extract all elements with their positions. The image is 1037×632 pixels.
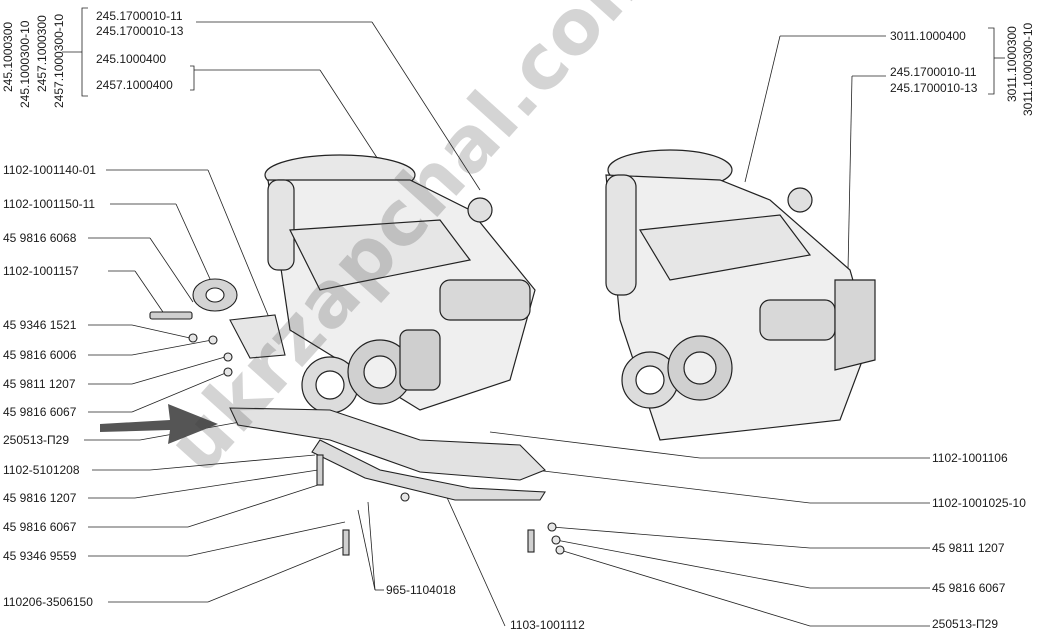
part-label: 1102-1001025-10 xyxy=(932,496,1026,510)
part-label: 45 9816 1207 xyxy=(3,491,77,505)
part-label: 1102-1001157 xyxy=(3,264,79,278)
part-label: 250513-П29 xyxy=(932,617,999,631)
engine-left xyxy=(264,154,536,414)
part-label: 3011.1000400 xyxy=(890,29,966,43)
part-label: 245.1700010-13 xyxy=(96,24,184,38)
part-label: 245.1700010-11 xyxy=(96,9,183,23)
part-label: 110206-3506150 xyxy=(3,595,93,609)
part-label: 1103-1001112 xyxy=(510,618,585,632)
top-right-bracket xyxy=(988,27,995,95)
engine-right xyxy=(605,149,876,441)
part-label: 250513-П29 xyxy=(3,433,70,447)
part-label: 1102-1001150-11 xyxy=(3,197,96,211)
part-label: 45 9816 6067 xyxy=(3,520,77,534)
part-label: 245.1700010-11 xyxy=(890,65,977,79)
mount-parts xyxy=(149,278,565,556)
vertical-code: 3011.1000300 xyxy=(1005,26,1019,102)
vertical-code: 3011.1000300-10 xyxy=(1021,22,1035,116)
part-label: 45 9346 9559 xyxy=(3,549,77,563)
vertical-code: 2457.1000300-10 xyxy=(52,13,66,108)
part-label: 45 9811 1207 xyxy=(3,377,76,391)
part-label: 45 9816 6006 xyxy=(3,348,77,362)
part-label: 45 9816 6068 xyxy=(3,231,77,245)
part-label: 965-1104018 xyxy=(386,583,456,597)
part-label: 245.1000400 xyxy=(96,52,167,66)
vertical-code: 245.1000300 xyxy=(1,21,15,92)
vertical-code: 245.1000300-10 xyxy=(18,20,32,108)
top-left-bracket xyxy=(81,7,88,97)
part-label: 45 9816 6067 xyxy=(932,581,1006,595)
part-label: 1102-1001140-01 xyxy=(3,163,96,177)
part-label: 1102-1001106 xyxy=(932,451,1008,465)
part-label: 245.1700010-13 xyxy=(890,81,978,95)
part-label: 45 9346 1521 xyxy=(3,318,77,332)
part-label: 1102-5101208 xyxy=(3,463,80,477)
part-label: 45 9816 6067 xyxy=(3,405,77,419)
part-label: 45 9811 1207 xyxy=(932,541,1005,555)
vertical-code: 2457.1000300 xyxy=(35,15,49,92)
part-label: 2457.1000400 xyxy=(96,78,173,92)
pointer-arrow xyxy=(100,404,218,444)
